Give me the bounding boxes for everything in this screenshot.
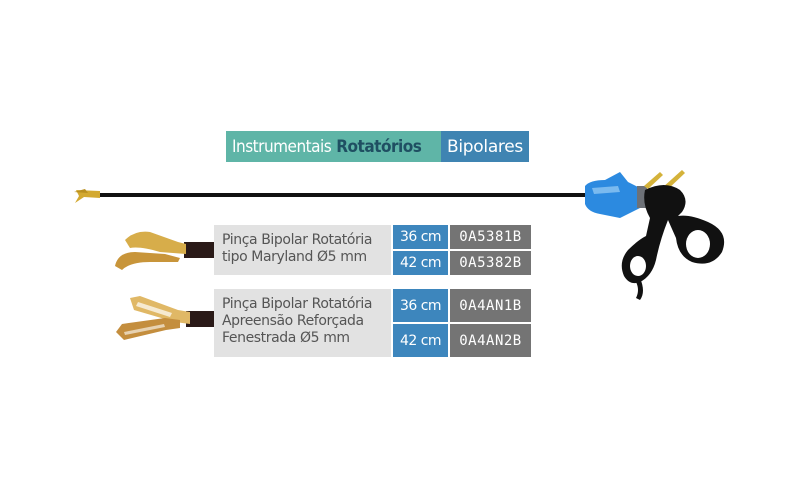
description-line: Apreensão Reforçada (222, 313, 364, 329)
product-description: Pinça Bipolar Rotatória tipo Maryland Ø5… (214, 225, 391, 275)
description-line: Fenestrada Ø5 mm (222, 330, 350, 346)
variant-row: 42 cm 0A4AN2B (393, 324, 531, 357)
description-line: tipo Maryland Ø5 mm (222, 249, 367, 265)
title-teal-segment: Instrumentais Rotatórios (226, 131, 441, 162)
code-cell: 0A5381B (450, 225, 531, 249)
product-maryland: Pinça Bipolar Rotatória tipo Maryland Ø5… (214, 225, 531, 275)
code-cell: 0A4AN1B (450, 289, 531, 322)
code-cell: 0A5382B (450, 251, 531, 275)
bipolar-rotating-forceps-image (74, 170, 725, 300)
length-cell: 36 cm (393, 225, 448, 249)
title-part-rotatorios: Rotatórios (336, 136, 422, 157)
variant-row: 36 cm 0A5381B (393, 225, 531, 249)
variant-row: 42 cm 0A5382B (393, 251, 531, 275)
fenestrated-grasper-tip-image (116, 296, 215, 340)
variant-list: 36 cm 0A4AN1B 42 cm 0A4AN2B (393, 289, 531, 357)
description-line: Pinça Bipolar Rotatória (222, 232, 373, 248)
title-part-instrumentais: Instrumentais (232, 136, 332, 157)
length-cell: 36 cm (393, 289, 448, 322)
length-cell: 42 cm (393, 324, 448, 357)
product-fenestrated: Pinça Bipolar Rotatória Apreensão Reforç… (214, 289, 531, 357)
code-cell: 0A4AN2B (450, 324, 531, 357)
variant-row: 36 cm 0A4AN1B (393, 289, 531, 322)
title-blue-segment: Bipolares (441, 131, 529, 162)
title-part-bipolares: Bipolares (447, 136, 523, 157)
length-cell: 42 cm (393, 251, 448, 275)
product-description: Pinça Bipolar Rotatória Apreensão Reforç… (214, 289, 391, 357)
title-banner: Instrumentais Rotatórios Bipolares (226, 131, 529, 162)
variant-list: 36 cm 0A5381B 42 cm 0A5382B (393, 225, 531, 275)
maryland-jaw-tip-image (115, 231, 215, 270)
description-line: Pinça Bipolar Rotatória (222, 296, 373, 312)
